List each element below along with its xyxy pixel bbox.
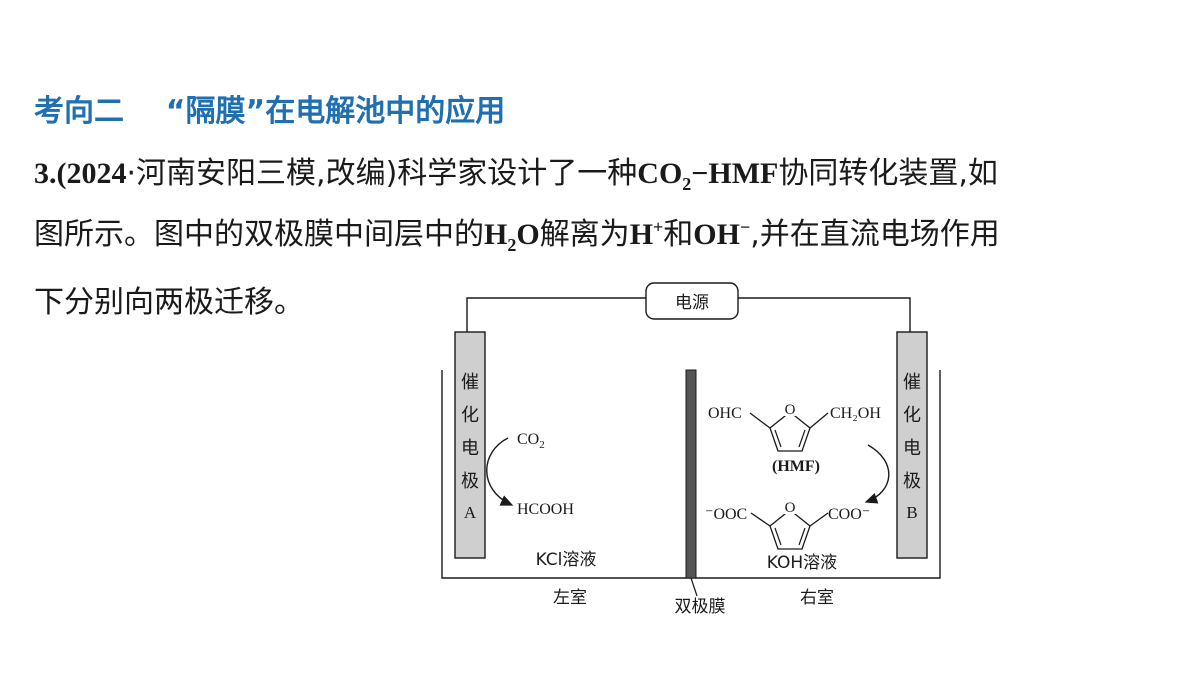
electrode-b-char-4: 极: [903, 471, 921, 492]
right-chamber-label: 右室: [800, 588, 834, 608]
electrode-a-char-1: 催: [461, 372, 479, 393]
hmf-ring-o-bg: [784, 401, 796, 416]
hmf-ring-o: O: [785, 402, 796, 418]
section-label: 考向二: [34, 94, 124, 129]
product-coo-group: COO⁻: [828, 506, 870, 523]
product-furan-ring: [769, 509, 811, 550]
left-reaction-arrow: [486, 437, 514, 506]
question-source: ·河南安阳三模,改编)科学家设计了一种: [126, 156, 638, 191]
question-line-3: 下分别向两极迁移。: [34, 285, 304, 320]
hmf-name-label: (HMF): [772, 458, 820, 475]
wire-right: [738, 297, 911, 332]
bipolar-membrane: [685, 369, 697, 579]
electrode-b-char-2: 化: [903, 405, 921, 426]
electrode-a-char-5: A: [464, 503, 477, 522]
electrode-b-char-3: 电: [903, 438, 921, 459]
question-line-2: 图所示。图中的双极膜中间层中的H2O解离为H+和OH−,并在直流电场作用: [34, 209, 1000, 256]
electrode-a: [454, 331, 486, 559]
right-solution-label: KOH溶液: [767, 553, 837, 573]
product-double-bond-2: [798, 527, 806, 546]
electrode-a-char-3: 电: [461, 438, 479, 459]
left-chamber-label: 左室: [553, 588, 587, 608]
product-ooc-group: ⁻OOC: [705, 506, 747, 523]
hmf-bond-right: [809, 412, 829, 429]
hmf-ohc-group: OHC: [708, 405, 742, 422]
formula-h2o: H2O: [484, 218, 540, 255]
section-topic: “隔膜”在电解池中的应用: [165, 94, 506, 129]
electrode-a-char-4: 极: [461, 471, 479, 492]
question-number: 3.(2024: [34, 157, 127, 190]
formula-co2: CO2−HMF: [637, 157, 779, 194]
product-bond-left: [750, 512, 771, 527]
formula-oh: OH−: [693, 217, 751, 251]
hmf-double-bond-1: [774, 429, 782, 448]
product-double-bond-1: [774, 527, 782, 546]
hmf-ch2oh-group: CH₂OH: [830, 405, 881, 422]
question-text-1: 协同转化装置,如: [778, 156, 998, 191]
power-source-label: 电源: [675, 293, 709, 313]
hmf-bond-left: [749, 412, 771, 429]
power-source-box: [645, 282, 739, 320]
hmf-double-bond-2: [798, 429, 806, 448]
product-bond-right: [809, 512, 829, 527]
left-product-hcooh: HCOOH: [517, 501, 574, 518]
electrode-b-char-5: B: [906, 503, 917, 522]
formula-hplus: H+: [629, 217, 664, 251]
section-title: 考向二 “隔膜”在电解池中的应用: [34, 86, 505, 130]
product-ring-o-bg: [784, 499, 796, 514]
wire-left: [466, 297, 646, 332]
hmf-furan-ring: [769, 411, 811, 452]
question-text-2b: 解离为: [539, 217, 630, 252]
question-line-1: 3.(2024·河南安阳三模,改编)科学家设计了一种CO2−HMF协同转化装置,…: [34, 148, 998, 195]
product-ring-o: O: [785, 500, 796, 516]
membrane-leader: [690, 577, 698, 597]
electrode-b: [896, 331, 928, 559]
left-solution-label: KCl溶液: [536, 550, 597, 570]
electrode-a-char-2: 化: [461, 405, 479, 426]
question-text-2d: ,并在直流电场作用: [750, 217, 1000, 252]
membrane-label: 双极膜: [675, 597, 726, 617]
left-reactant-co2: CO2: [517, 431, 545, 451]
question-text-2c: 和: [663, 217, 694, 252]
right-reaction-arrow: [864, 444, 890, 504]
question-text-2a: 图所示。图中的双极膜中间层中的: [34, 217, 484, 252]
electrode-b-char-1: 催: [903, 372, 921, 393]
